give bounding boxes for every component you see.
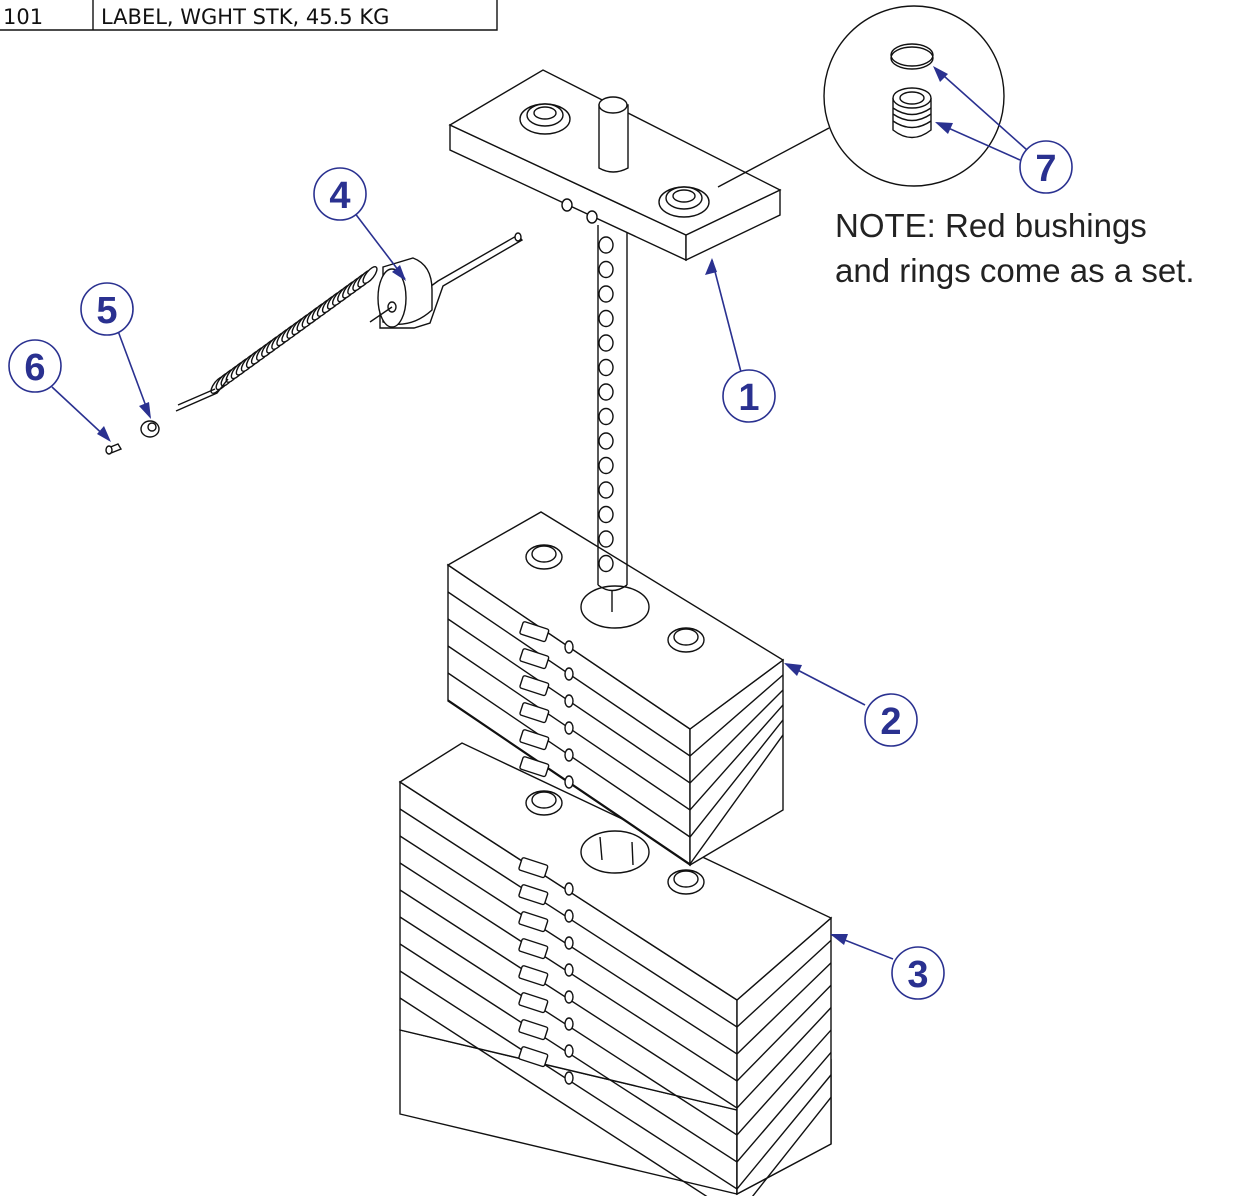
plate-edge <box>399 862 832 1082</box>
plate-label-slot <box>519 702 550 724</box>
plate-edge <box>399 970 832 1190</box>
plate-edge <box>399 943 832 1163</box>
bushing <box>892 87 932 139</box>
plate-edge <box>447 645 784 811</box>
plate-pin-hole <box>564 721 574 735</box>
table-item-number: 101 <box>3 5 43 29</box>
callout-7: 7 <box>1019 140 1073 194</box>
leader-lines <box>51 66 1028 960</box>
stem-hole <box>598 260 614 279</box>
stem-hole <box>598 334 614 352</box>
plate-edge <box>447 699 784 865</box>
plate-edge <box>399 835 832 1055</box>
stem-hole <box>598 481 614 499</box>
plate-edge <box>399 808 832 1028</box>
stem-hole <box>598 432 614 450</box>
note-line-1: NOTE: Red bushings <box>835 207 1147 244</box>
plate-edge <box>399 997 832 1196</box>
stem-hole <box>598 530 614 548</box>
plate-label-slot <box>518 884 549 906</box>
plate-label-slot <box>518 857 549 879</box>
detail-view <box>717 5 1005 188</box>
plate-edge <box>447 591 784 757</box>
plate-pin-hole <box>564 775 574 789</box>
plate-label-slot <box>518 965 549 987</box>
upper-weight-stack <box>446 511 785 867</box>
callout-2: 2 <box>864 693 918 747</box>
parts-table-row: 101 LABEL, WGHT STK, 45.5 KG <box>0 0 498 31</box>
plate-pin-hole <box>564 990 574 1004</box>
table-item-description: LABEL, WGHT STK, 45.5 KG <box>101 5 389 29</box>
stem-hole <box>598 554 614 573</box>
callout-4: 4 <box>313 167 367 221</box>
plate-edge <box>447 672 784 838</box>
callout-7-label: 7 <box>1035 148 1056 190</box>
stem-hole <box>598 236 614 254</box>
plate-label-slot <box>518 938 549 960</box>
callout-4-label: 4 <box>329 175 350 217</box>
set-screw <box>105 443 123 455</box>
callout-3-label: 3 <box>907 954 928 996</box>
plate-pin-hole <box>564 748 574 762</box>
note: NOTE: Red bushings and rings come as a s… <box>835 207 1195 289</box>
pin-knob <box>140 420 160 438</box>
callout-1: 1 <box>722 369 776 423</box>
plate-label-slot <box>518 911 549 933</box>
plate-pin-hole <box>564 882 574 896</box>
callout-3: 3 <box>891 946 945 1000</box>
plate-edge <box>447 618 784 784</box>
lower-center-hole <box>580 830 650 874</box>
stem-hole <box>598 383 614 401</box>
lower-weight-stack <box>398 742 833 1196</box>
upper-bushing-left <box>525 544 563 570</box>
top-bushing-right <box>658 186 710 218</box>
selector-stem <box>597 225 628 612</box>
top-plate <box>448 69 782 262</box>
plate-pin-hole <box>564 694 574 708</box>
upper-center-hole <box>580 585 650 629</box>
note-line-2: and rings come as a set. <box>835 252 1195 289</box>
callout-6: 6 <box>8 339 62 393</box>
plate-label-slot <box>519 756 550 778</box>
stem-hole <box>598 358 614 377</box>
plate-pin-hole <box>564 667 574 681</box>
upper-bushing-right <box>667 627 705 653</box>
plate-label-slot <box>518 1046 549 1068</box>
plate-edge <box>399 916 832 1136</box>
plate-label-slot <box>519 729 550 751</box>
plate-label-slot <box>518 1019 549 1041</box>
lower-bushing-left <box>525 790 563 816</box>
plate-label-slot <box>519 648 550 670</box>
callout-1-label: 1 <box>738 377 759 419</box>
plate-pin-hole <box>564 1044 574 1058</box>
plate-pin-hole <box>564 1071 574 1085</box>
stem-hole <box>598 309 614 328</box>
lower-bushing-right <box>667 869 705 895</box>
selector-pin <box>175 232 524 412</box>
plate-label-slot <box>519 675 550 697</box>
callout-5: 5 <box>80 282 134 336</box>
top-bushing-left <box>519 103 571 135</box>
callout-6-label: 6 <box>24 347 45 389</box>
plate-pin-hole <box>564 640 574 654</box>
stem-hole <box>598 407 614 426</box>
callout-5-label: 5 <box>96 290 117 332</box>
plate-pin-hole <box>564 963 574 977</box>
plate-pin-hole <box>564 936 574 950</box>
stem-hole <box>598 285 614 303</box>
plate-edge <box>399 889 832 1109</box>
plate-label-slot <box>518 992 549 1014</box>
stem-hole <box>598 456 614 475</box>
plate-pin-hole <box>564 1017 574 1031</box>
top-post <box>598 96 629 173</box>
stem-hole <box>598 505 614 524</box>
retaining-ring <box>890 43 934 70</box>
callout-2-label: 2 <box>880 701 901 743</box>
spring-coil <box>362 266 378 284</box>
plate-label-slot <box>519 621 550 643</box>
plate-pin-hole <box>564 909 574 923</box>
